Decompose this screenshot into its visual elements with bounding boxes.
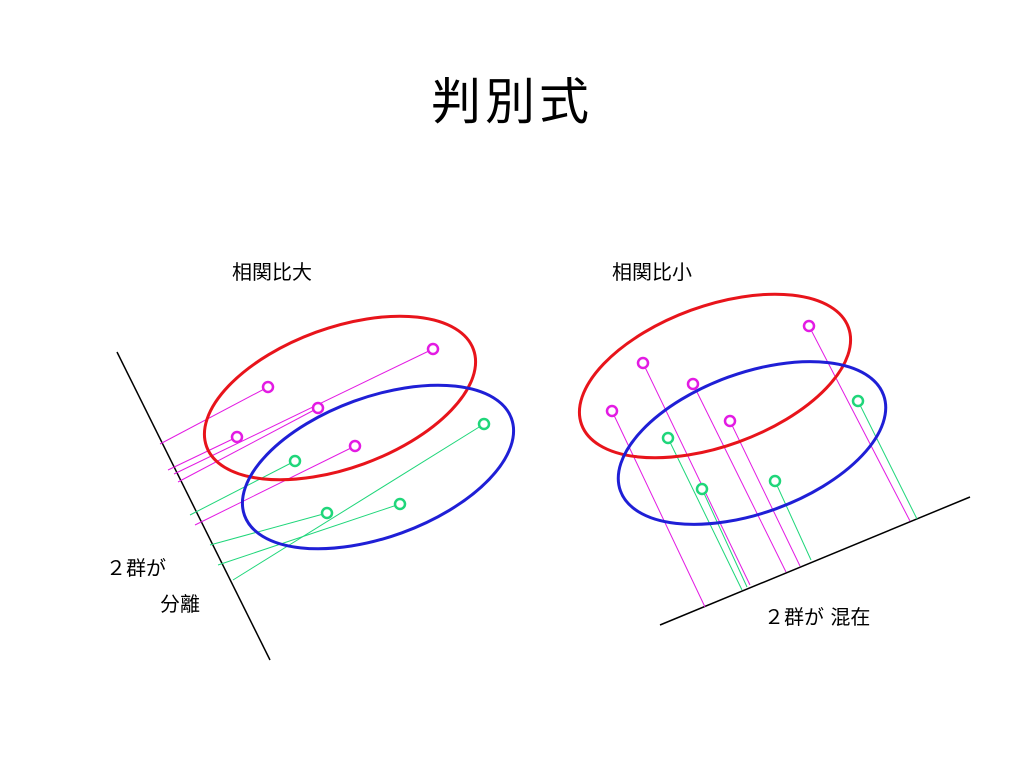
group1-point	[348, 439, 362, 453]
projection-line	[177, 407, 319, 483]
right-note: ２群が 混在	[764, 605, 870, 629]
projection-line	[808, 325, 911, 522]
group1-point	[636, 356, 650, 370]
group2-point	[477, 417, 491, 431]
projection-line	[642, 362, 751, 586]
projection-line	[692, 383, 787, 573]
left-note-line1: ２群が	[106, 556, 166, 580]
page-title: 判別式	[431, 73, 593, 131]
projection-line	[667, 437, 743, 591]
left-panel: 相関比大	[106, 260, 516, 661]
projection-line	[209, 512, 328, 546]
group2-point	[768, 474, 782, 488]
projection-line	[167, 436, 238, 471]
right-blue-ellipse	[616, 360, 888, 526]
group2-point	[320, 506, 334, 520]
right-discriminant-axis	[659, 496, 971, 626]
projection-line	[194, 445, 356, 526]
left-green-projections	[189, 423, 485, 581]
left-magenta-projections	[159, 348, 434, 526]
group1-point	[723, 414, 737, 428]
left-blue-ellipse	[240, 383, 516, 551]
projection-line	[173, 348, 434, 475]
group2-point	[851, 394, 865, 408]
projection-line	[774, 480, 812, 561]
group1-point	[426, 342, 440, 356]
left-note-line2: 分離	[160, 592, 200, 616]
group1-point	[230, 430, 244, 444]
group1-point	[605, 404, 619, 418]
left-discriminant-axis	[116, 351, 271, 661]
group1-point	[686, 377, 700, 391]
projection-line	[189, 460, 296, 516]
projection-line	[232, 423, 485, 581]
projection-line	[701, 488, 748, 588]
right-magenta-projections	[611, 325, 911, 608]
group2-point	[695, 482, 709, 496]
projection-line	[159, 386, 269, 445]
projection-line	[217, 503, 401, 566]
group2-point	[288, 454, 302, 468]
group1-point	[261, 380, 275, 394]
group2-point	[393, 497, 407, 511]
left-red-ellipse	[202, 314, 478, 482]
right-red-ellipse	[577, 292, 853, 460]
group1-point	[802, 319, 816, 333]
projection-line	[857, 400, 918, 520]
group2-point	[661, 431, 675, 445]
left-panel-heading: 相関比大	[232, 260, 312, 284]
projection-line	[611, 410, 706, 608]
right-green-projections	[667, 400, 918, 591]
right-panel-heading: 相関比小	[612, 260, 692, 284]
projection-line	[729, 420, 801, 567]
right-panel: 相関比小	[577, 260, 971, 629]
group1-point	[311, 401, 325, 415]
